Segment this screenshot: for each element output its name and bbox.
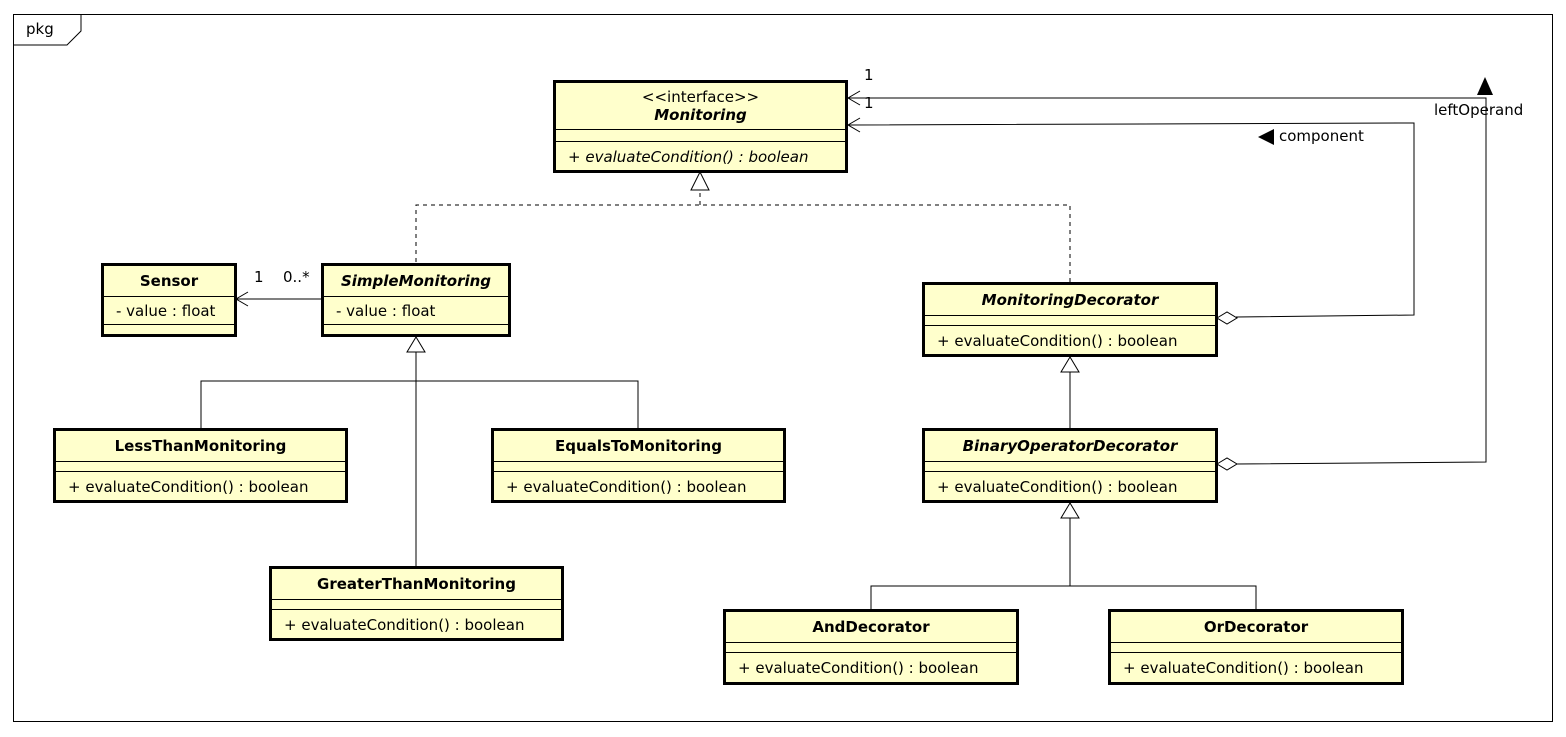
class-header: EqualsToMonitoring — [494, 431, 783, 462]
operation-label: + evaluateCondition() : boolean — [284, 615, 525, 634]
class-header: SimpleMonitoring — [324, 266, 508, 297]
class-header: OrDecorator — [1111, 612, 1401, 643]
simple-generalization-arrowhead — [406, 336, 426, 353]
attribute-label: - value : float — [116, 301, 216, 320]
sensor-multiplicity: 1 — [254, 268, 264, 286]
operation-label: + evaluateCondition() : boolean — [506, 477, 747, 496]
component-direction-icon — [1258, 129, 1274, 145]
class-header: MonitoringDecorator — [925, 285, 1215, 316]
component-aggregation-diamond — [1216, 311, 1238, 325]
left-operand-aggregation-line — [848, 97, 1487, 465]
class-header: GreaterThanMonitoring — [272, 569, 561, 600]
attribute-compartment — [726, 643, 1016, 653]
class-header: <<interface>> Monitoring — [556, 83, 845, 130]
operation-label: + evaluateCondition() : boolean — [937, 477, 1178, 496]
attribute-compartment — [925, 316, 1215, 326]
decorator-generalization-arrowhead — [1060, 502, 1080, 519]
monitoring-interface[interactable]: <<interface>> Monitoring + evaluateCondi… — [553, 80, 848, 173]
sensor-class[interactable]: Sensor - value : float — [101, 263, 237, 337]
class-name: OrDecorator — [1203, 618, 1309, 636]
class-name: MonitoringDecorator — [981, 291, 1159, 309]
package-tab-outline — [13, 14, 82, 46]
operation-label: + evaluateCondition() : boolean — [1123, 659, 1364, 677]
operation-compartment: + evaluateCondition() : boolean — [494, 472, 783, 501]
left-operand-aggregation-diamond — [1216, 457, 1238, 471]
operation-compartment: + evaluateCondition() : boolean — [925, 472, 1215, 501]
class-name: Monitoring — [654, 106, 747, 124]
realization-edge — [415, 190, 1071, 282]
decorator-generalization-edges — [870, 518, 1257, 609]
class-name: BinaryOperatorDecorator — [962, 437, 1178, 455]
operation-compartment: + evaluateCondition() : boolean — [556, 142, 845, 171]
attribute-compartment — [1111, 643, 1401, 653]
operation-compartment: + evaluateCondition() : boolean — [925, 326, 1215, 355]
left-operand-multiplicity: 1 — [864, 66, 874, 84]
greater-than-monitoring-class[interactable]: GreaterThanMonitoring + evaluateConditio… — [269, 566, 564, 641]
attribute-compartment: - value : float — [324, 297, 508, 325]
operation-compartment — [104, 325, 234, 335]
class-name: Sensor — [139, 272, 199, 290]
operation-compartment: + evaluateCondition() : boolean — [272, 610, 561, 639]
operation-label: + evaluateCondition() : boolean — [937, 331, 1178, 350]
package-frame — [13, 14, 1553, 722]
class-name: AndDecorator — [812, 618, 930, 636]
component-multiplicity: 1 — [864, 94, 874, 112]
binary-generalization-arrowhead — [1060, 356, 1080, 373]
operation-compartment: + evaluateCondition() : boolean — [1111, 653, 1401, 683]
simple-monitoring-multiplicity: 0..* — [283, 268, 310, 286]
component-label: component — [1279, 127, 1364, 145]
simple-generalization-edges — [200, 352, 639, 566]
operation-compartment: + evaluateCondition() : boolean — [726, 653, 1016, 683]
class-name: EqualsToMonitoring — [555, 437, 722, 455]
class-header: LessThanMonitoring — [56, 431, 345, 462]
class-header: BinaryOperatorDecorator — [925, 431, 1215, 462]
stereotype-label: <<interface>> — [641, 88, 760, 106]
binary-operator-decorator-class[interactable]: BinaryOperatorDecorator + evaluateCondit… — [922, 428, 1218, 503]
operation-label: + evaluateCondition() : boolean — [68, 477, 309, 496]
attribute-compartment — [272, 600, 561, 610]
operation-label: + evaluateCondition() : boolean — [738, 659, 979, 677]
or-decorator-class[interactable]: OrDecorator + evaluateCondition() : bool… — [1108, 609, 1404, 685]
monitoring-decorator-class[interactable]: MonitoringDecorator + evaluateCondition(… — [922, 282, 1218, 357]
attribute-compartment: - value : float — [104, 297, 234, 325]
equals-to-monitoring-class[interactable]: EqualsToMonitoring + evaluateCondition()… — [491, 428, 786, 503]
attribute-label: - value : float — [336, 301, 436, 320]
less-than-monitoring-class[interactable]: LessThanMonitoring + evaluateCondition()… — [53, 428, 348, 503]
class-name: GreaterThanMonitoring — [317, 575, 516, 593]
class-header: Sensor — [104, 266, 234, 297]
left-operand-navigability-arrow — [847, 90, 861, 106]
component-aggregation-line — [847, 122, 1415, 318]
attribute-compartment — [925, 462, 1215, 472]
simple-monitoring-class[interactable]: SimpleMonitoring - value : float — [321, 263, 511, 337]
attribute-compartment — [494, 462, 783, 472]
package-label: pkg — [26, 20, 54, 38]
attribute-compartment — [56, 462, 345, 472]
and-decorator-class[interactable]: AndDecorator + evaluateCondition() : boo… — [723, 609, 1019, 685]
component-navigability-arrow — [847, 117, 861, 133]
class-name: SimpleMonitoring — [340, 272, 492, 290]
class-name: LessThanMonitoring — [114, 437, 287, 455]
operation-label: + evaluateCondition() : boolean — [568, 147, 809, 166]
operation-compartment: + evaluateCondition() : boolean — [56, 472, 345, 501]
attribute-compartment — [556, 130, 845, 142]
left-operand-direction-icon — [1477, 77, 1493, 95]
realization-arrowhead — [690, 170, 710, 191]
left-operand-label: leftOperand — [1434, 101, 1524, 119]
class-header: AndDecorator — [726, 612, 1016, 643]
operation-compartment — [324, 325, 508, 335]
